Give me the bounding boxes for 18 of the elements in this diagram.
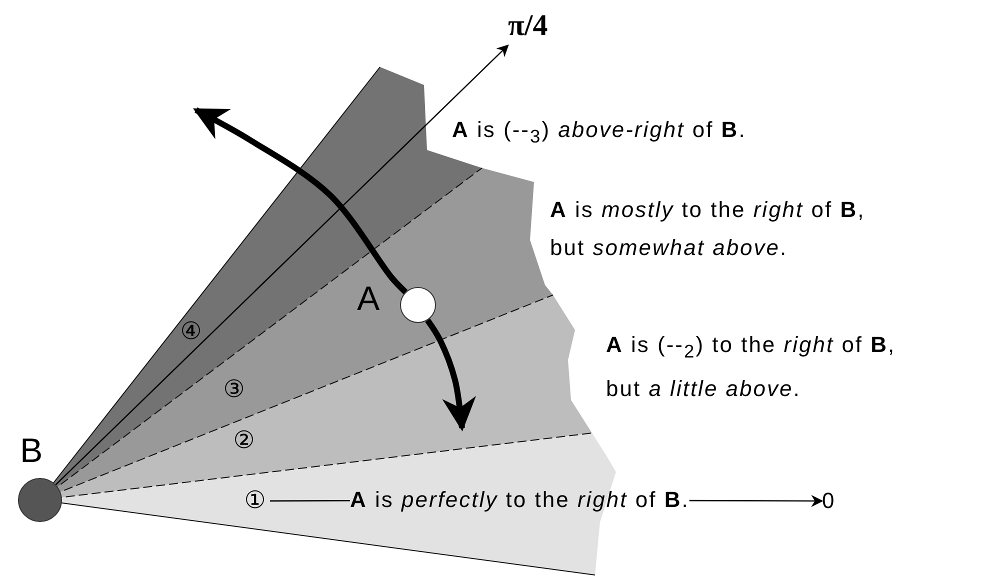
arrow <box>689 494 824 507</box>
region-description: A is (--$_{2}$) to the right of B, but a little above. <box>606 331 897 404</box>
region-description: A is mostly to the right of B, but somewhat above. <box>550 196 866 262</box>
region-number: ② <box>232 427 256 453</box>
region-number: ① <box>240 487 270 515</box>
angle-label: π/4 <box>508 6 548 46</box>
curved-arrow <box>425 318 476 432</box>
region-number: ④ <box>179 318 203 344</box>
region-number: ③ <box>222 376 246 402</box>
angle-label: 0 <box>822 482 836 520</box>
curved-arrow <box>192 107 408 294</box>
point-circle <box>18 478 62 522</box>
leader-line <box>270 500 350 502</box>
point-label: B <box>20 432 43 470</box>
region-description: A is perfectly to the right of B. <box>350 481 690 519</box>
point-label: A <box>357 280 380 318</box>
region-description: A is (--$_{3}$) above-right of B. <box>452 116 748 148</box>
arrow <box>55 44 509 486</box>
